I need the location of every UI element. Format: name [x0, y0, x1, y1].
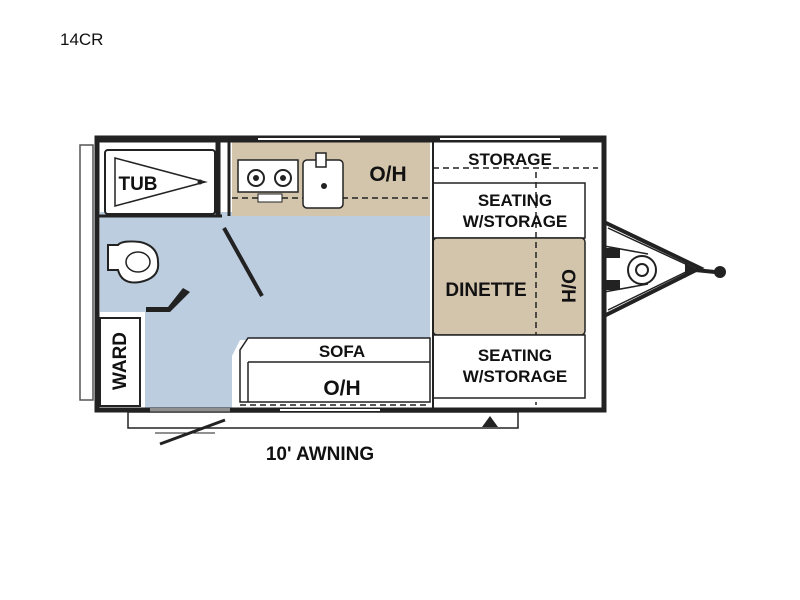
- model-name: 14CR: [60, 30, 104, 49]
- dinette-overhead-label: O/H: [557, 269, 578, 303]
- bath-door: [222, 227, 264, 297]
- hitch-coupler-icon: [714, 266, 726, 278]
- sofa-label: SOFA: [319, 342, 365, 361]
- entry-step: [159, 418, 226, 446]
- seating-bottom-label-1: SEATING: [478, 346, 552, 365]
- kitchen-overhead-label: O/H: [369, 163, 406, 186]
- awning: [127, 411, 519, 429]
- awning-label: 10' AWNING: [266, 444, 374, 465]
- hitch-frame: [603, 220, 705, 318]
- sofa: [239, 337, 431, 403]
- storage-area: [433, 141, 600, 181]
- seating-bottom: [432, 334, 586, 399]
- dinette-label: DINETTE: [445, 280, 526, 301]
- tub-label: TUB: [118, 174, 157, 195]
- seating-top-label-2: W/STORAGE: [463, 212, 568, 231]
- seating-bottom-label-2: W/STORAGE: [463, 367, 568, 386]
- sofa-overhead-label: O/H: [323, 377, 360, 400]
- wardrobe: [99, 317, 141, 407]
- seating-top-label-1: SEATING: [478, 191, 552, 210]
- wardrobe-label: WARD: [110, 332, 131, 390]
- rear-bumper: [79, 144, 94, 401]
- storage-label: STORAGE: [468, 150, 552, 169]
